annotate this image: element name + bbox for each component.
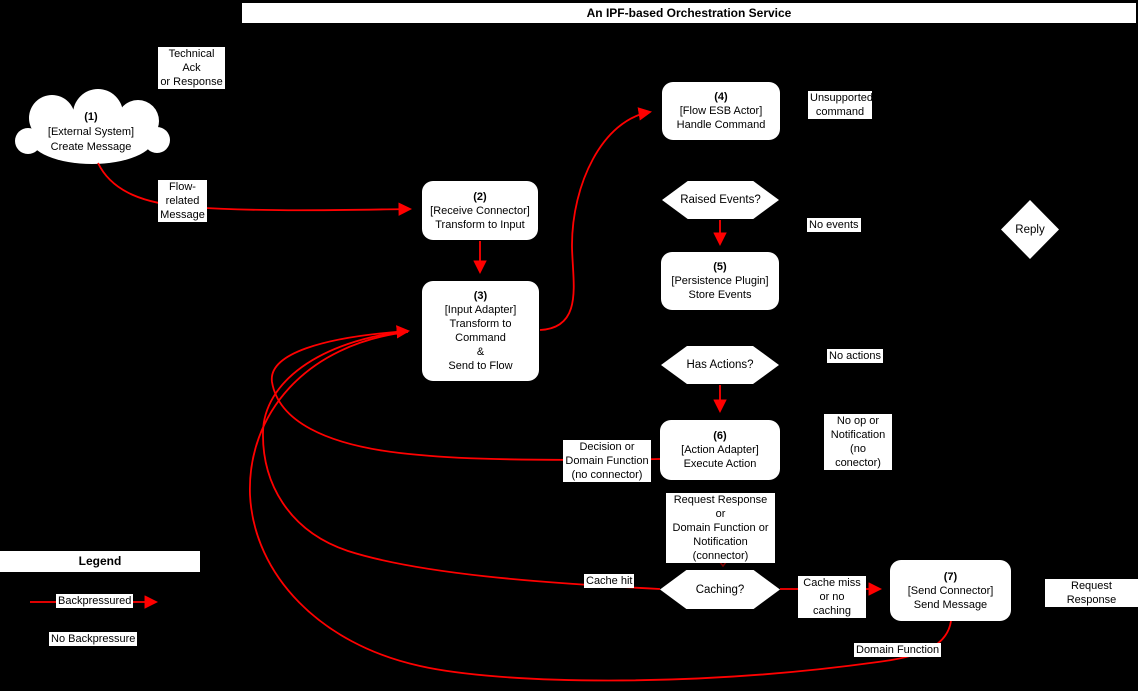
node-external-system: (1) [External System] Create Message	[20, 110, 162, 155]
node-send-connector-number: (7)	[943, 570, 958, 583]
arrow-caching-cache-hit-loop-to-input-adapter	[262, 330, 661, 590]
decision-has-actions: Has Actions?	[661, 346, 779, 384]
edge-label-no-op-notification: No op or Notification (no conector)	[824, 414, 892, 470]
edge-label-no-events: No events	[807, 218, 861, 232]
node-persistence-plugin: (5) [Persistence Plugin] Store Events	[661, 252, 779, 310]
edge-label-decision-domain-function: Decision or Domain Function (no connecto…	[563, 440, 651, 482]
legend-title: Legend	[0, 551, 200, 572]
arrow-action-adapter-loop-to-input-adapter	[271, 325, 661, 461]
node-persistence-plugin-label: [Persistence Plugin] Store Events	[671, 275, 769, 301]
node-action-adapter: (6) [Action Adapter] Execute Action	[660, 420, 780, 480]
edge-label-technical-ack: Technical Ack or Response	[158, 47, 225, 89]
node-flow-esb-actor-label: [Flow ESB Actor] Handle Command	[676, 105, 766, 131]
node-input-adapter-number: (3)	[473, 290, 488, 302]
decision-caching: Caching?	[660, 570, 780, 609]
node-flow-esb-actor: (4) [Flow ESB Actor] Handle Command	[662, 82, 780, 140]
cloud-shape	[15, 89, 170, 164]
node-input-adapter: (3) [Input Adapter] Transform to Command…	[422, 281, 539, 381]
node-send-connector-label: [Send Connector] Send Message	[907, 584, 994, 611]
edge-label-flow-related-message: Flow- related Message	[158, 180, 207, 222]
legend-backpressured-label: Backpressured	[56, 594, 134, 608]
node-external-system-label: [External System] Create Message	[47, 126, 135, 153]
arrow-cloud-to-receive-connector	[97, 162, 413, 216]
node-receive-connector-number: (2)	[473, 190, 487, 203]
edge-label-cache-hit: Cache hit	[584, 574, 635, 588]
arrow-input-adapter-to-flow-esb	[539, 107, 652, 331]
node-flow-esb-actor-number: (4)	[714, 91, 728, 103]
node-receive-connector: (2) [Receive Connector] Transform to Inp…	[422, 181, 538, 240]
edge-label-unsupported-command: Unsupported command	[808, 91, 873, 119]
node-persistence-plugin-number: (5)	[713, 261, 727, 273]
edge-label-no-actions: No actions	[827, 349, 883, 363]
arrow-send-connector-loop-to-input-adapter	[249, 331, 952, 682]
node-external-system-number: (1)	[84, 111, 98, 123]
node-send-connector: (7) [Send Connector] Send Message	[890, 560, 1011, 621]
node-action-adapter-label: [Action Adapter] Execute Action	[681, 444, 759, 470]
node-receive-connector-label: [Receive Connector] Transform to Input	[430, 204, 530, 231]
edge-label-request-response-connector: Request Response or Domain Function or N…	[666, 493, 775, 563]
edge-label-request-response: Request Response	[1045, 579, 1138, 607]
legend-no-backpressure-label: No Backpressure	[49, 632, 138, 646]
diagram-title: An IPF-based Orchestration Service	[241, 2, 1137, 24]
edge-label-cache-miss: Cache miss or no caching	[798, 576, 866, 618]
edge-label-domain-function: Domain Function	[854, 643, 942, 657]
decision-raised-events: Raised Events?	[662, 181, 779, 219]
node-input-adapter-label: [Input Adapter] Transform to Command & S…	[444, 304, 517, 372]
node-action-adapter-number: (6)	[713, 430, 727, 442]
